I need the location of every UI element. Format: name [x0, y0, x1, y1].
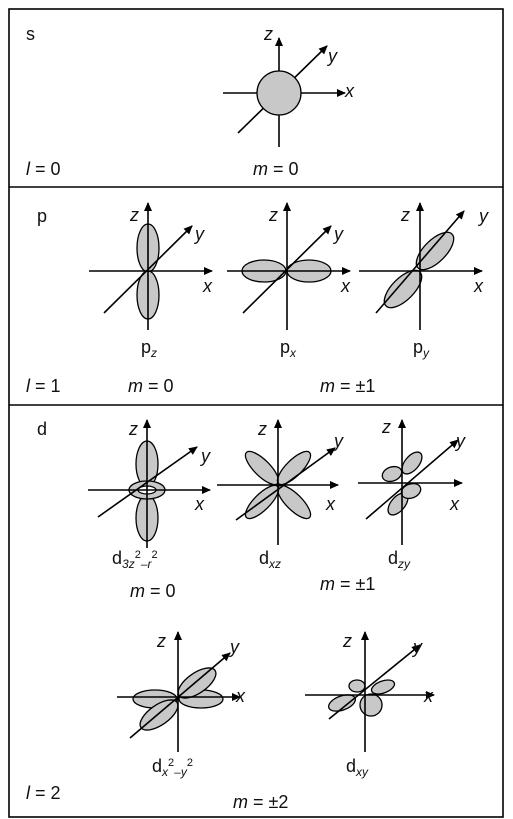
- dxy-orbital: z y x dxy: [305, 631, 435, 779]
- axis-label-x: x: [423, 686, 434, 706]
- s-m-quantum-label: m = 0: [253, 159, 299, 179]
- axis-label-z: z: [268, 205, 278, 225]
- axis-label-y: y: [326, 46, 338, 66]
- p-m0-label: m = 0: [128, 376, 174, 396]
- pz-orbital: z y x pz: [89, 202, 213, 360]
- d-section: d z y x d3z2–r2 z y x dxz: [26, 417, 466, 812]
- dxz-orbital: z y x dxz: [217, 419, 344, 571]
- axis-label-z: z: [342, 631, 352, 651]
- axis-label-x: x: [235, 686, 246, 706]
- d-m2-label: m = ±2: [233, 792, 288, 812]
- s-l-quantum-label: l = 0: [26, 159, 61, 179]
- dxy-label: dxy: [346, 756, 369, 779]
- d-m1-label: m = ±1: [320, 574, 375, 594]
- dz2-label: d3z2–r2: [112, 548, 158, 571]
- axis-label-x: x: [473, 276, 484, 296]
- dzy-orbital: z y x dzy: [358, 417, 466, 571]
- dzy-label: dzy: [388, 548, 411, 571]
- axis-label-y: y: [332, 224, 344, 244]
- axis-label-y: y: [199, 446, 211, 466]
- axis-label-z: z: [400, 205, 410, 225]
- axis-label-x: x: [194, 494, 205, 514]
- dxz-label: dxz: [259, 548, 281, 571]
- d-m0-label: m = 0: [130, 581, 176, 601]
- dz2-orbital: z y x d3z2–r2: [88, 419, 211, 571]
- axis-label-x: x: [202, 276, 213, 296]
- s-orbital-axes: z y x: [223, 24, 355, 147]
- py-orbital: z y x py: [359, 202, 489, 360]
- axis-label-z: z: [381, 417, 391, 437]
- p-section: p z y x pz z y x px: [26, 202, 489, 396]
- px-orbital: z y x px: [227, 202, 351, 360]
- axis-label-x: x: [449, 494, 460, 514]
- axis-label-y: y: [332, 431, 344, 451]
- pz-label: pz: [141, 337, 157, 360]
- axis-label-z: z: [129, 205, 139, 225]
- py-label: py: [413, 337, 430, 360]
- p-letter: p: [37, 206, 47, 226]
- s-section: s z y x l = 0 m = 0: [26, 24, 355, 179]
- axis-label-y: y: [477, 206, 489, 226]
- axis-label-z: z: [263, 24, 273, 44]
- axis-label-z: z: [257, 419, 267, 439]
- axis-label-y: y: [228, 637, 240, 657]
- dx2y2-label: dx2–y2: [152, 756, 193, 779]
- axis-label-z: z: [156, 631, 166, 651]
- axis-label-x: x: [340, 276, 351, 296]
- p-l-quantum-label: l = 1: [26, 376, 61, 396]
- d-letter: d: [37, 419, 47, 439]
- axis-label-z: z: [128, 419, 138, 439]
- axis-label-x: x: [325, 494, 336, 514]
- outer-frame: [8, 8, 504, 818]
- axis-label-x: x: [344, 81, 355, 101]
- axis-label-y: y: [454, 431, 466, 451]
- s-orbital-sphere: [256, 70, 302, 116]
- axis-label-y: y: [193, 224, 205, 244]
- dx2y2-orbital: z y x dx2–y2: [117, 631, 246, 779]
- axis-label-y: y: [411, 637, 423, 657]
- d-l-quantum-label: l = 2: [26, 783, 61, 803]
- px-label: px: [280, 337, 297, 360]
- s-letter: s: [26, 24, 35, 44]
- p-m1-label: m = ±1: [320, 376, 375, 396]
